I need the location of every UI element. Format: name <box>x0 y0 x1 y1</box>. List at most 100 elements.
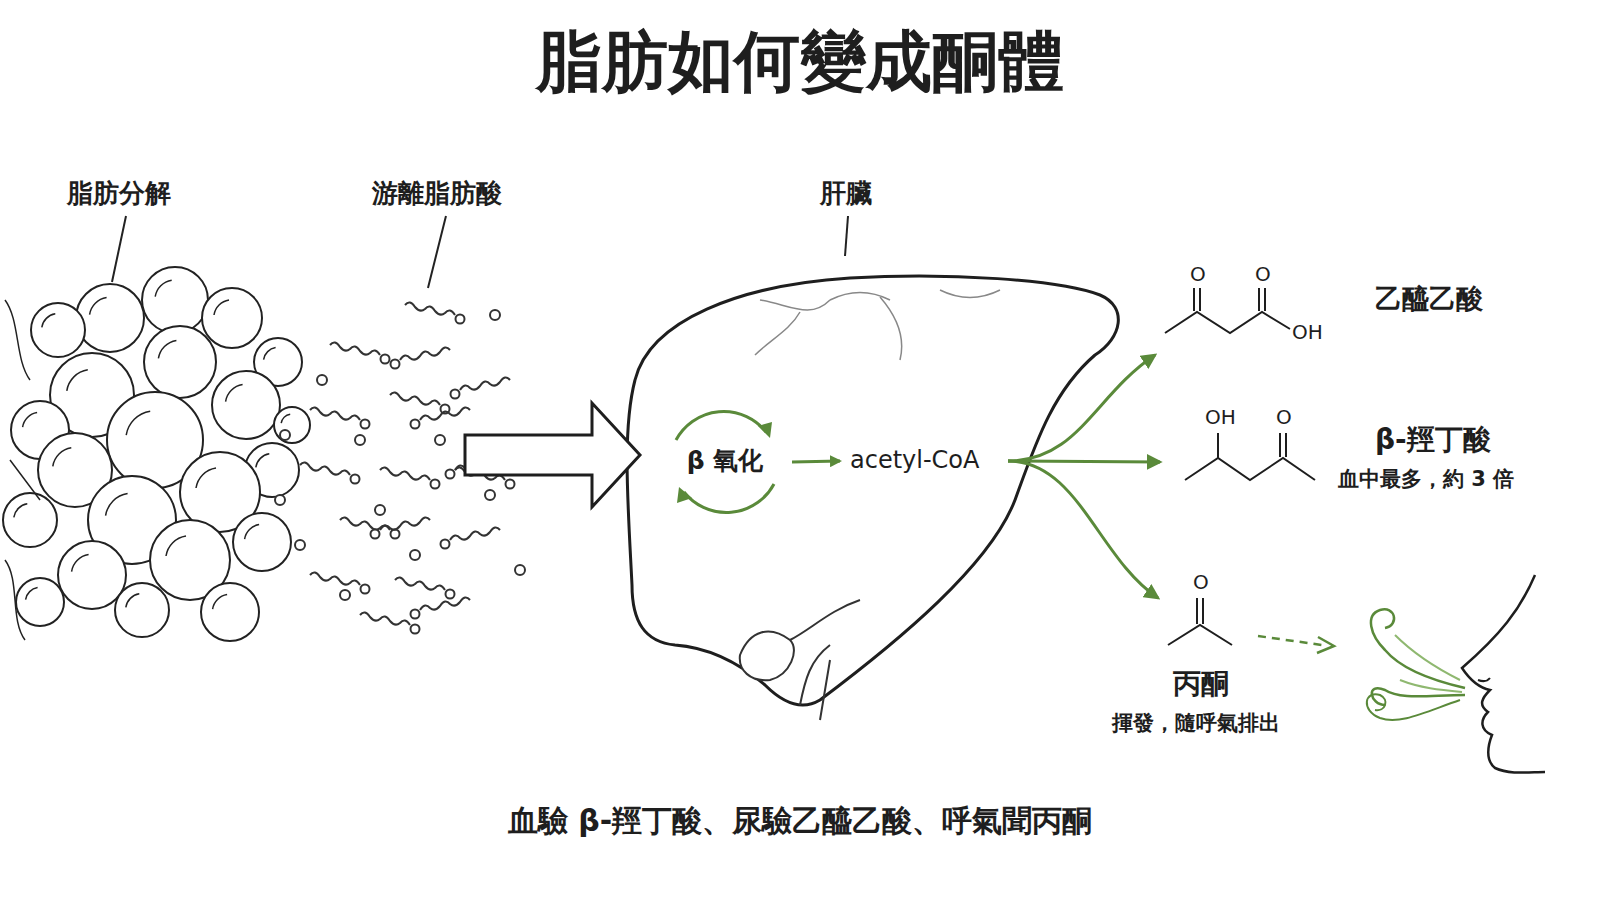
cell-highlight <box>23 413 37 428</box>
fatty-acid-head <box>351 475 360 484</box>
node-label: β-羥丁酸 <box>1375 423 1491 457</box>
fat-cell <box>3 493 57 547</box>
cell-highlight <box>26 588 38 600</box>
fatty-acid-dot <box>317 375 327 385</box>
fatty-acid-chain <box>460 377 510 390</box>
pathway-arrow <box>1008 461 1158 598</box>
node-note: 揮發，隨呼氣排出 <box>1112 711 1280 736</box>
fatty-acid-chain <box>390 392 440 405</box>
cell-highlight <box>53 448 72 467</box>
fatty-acid-dot <box>485 490 495 500</box>
fatty-acid-chain <box>360 612 410 625</box>
breath-arrow <box>1258 636 1334 653</box>
fatty-acid-head <box>391 360 400 369</box>
leader-lines <box>112 216 848 288</box>
fatty-acid-dot <box>375 505 385 515</box>
fatty-acid-chain <box>405 302 455 315</box>
fatty-acid-head <box>441 540 450 549</box>
cell-highlight <box>213 595 228 610</box>
fatty-acid-dot <box>410 550 420 560</box>
node-note: 血中最多，約 3 倍 <box>1338 467 1514 492</box>
fatty-acid-head <box>411 420 420 429</box>
liver-vessels <box>740 290 1000 720</box>
cell-highlight <box>126 411 150 435</box>
fatty-acid-chain <box>300 462 350 475</box>
title: 脂肪如何變成酮體 <box>0 22 1600 101</box>
fatty-acid-head <box>361 585 370 594</box>
face-profile <box>1462 575 1545 773</box>
acetyl-coa: acetyl-CoA <box>848 444 986 478</box>
node-label: acetyl-CoA <box>850 446 979 475</box>
acetone: 丙酮揮發，隨呼氣排出 <box>1105 565 1325 755</box>
beta-hydroxybutyrate: β-羥丁酸血中最多，約 3 倍 <box>1175 405 1590 515</box>
fat-cell <box>76 284 144 352</box>
cell-highlight <box>281 414 290 423</box>
fatty-acid-dot <box>340 590 350 600</box>
fat-cell <box>58 541 126 609</box>
cell-highlight <box>214 300 229 315</box>
atom-label: O <box>1190 262 1206 286</box>
liver-outline <box>627 276 1118 705</box>
cell-highlight <box>106 494 128 516</box>
node-label: 游離脂肪酸 <box>372 178 502 209</box>
node-label: 丙酮 <box>1173 667 1229 701</box>
acetoacetate: 乙醯乙酸 <box>1165 265 1560 360</box>
fat-cell <box>31 303 85 357</box>
cell-highlight <box>14 504 27 518</box>
cell-highlight <box>67 370 88 391</box>
fatty-acid-dot <box>355 435 365 445</box>
pathway-arrow <box>1008 461 1160 462</box>
fatty-acid-head <box>411 625 420 634</box>
fat-cell <box>212 371 280 439</box>
fatty-acid-head <box>381 355 390 364</box>
breath-swirls <box>1367 609 1465 720</box>
fatty-acid-dot <box>275 495 285 505</box>
cell-highlight <box>166 536 186 556</box>
atom-label: O <box>1276 405 1292 429</box>
fat-cells <box>3 267 310 641</box>
atom-label: OH <box>1292 320 1323 344</box>
cell-highlight <box>72 555 89 572</box>
atom-label: OH <box>1205 405 1236 429</box>
cell-highlight <box>126 594 140 608</box>
node-label: β 氧化 <box>662 446 788 476</box>
cell-highlight <box>256 454 269 468</box>
fat-cell <box>115 583 169 637</box>
fatty-acid-head <box>451 390 460 399</box>
fat-tissue: 脂肪分解 <box>5 178 305 648</box>
fat-cell <box>202 288 262 348</box>
fat-cell <box>142 267 208 333</box>
fatty-acid-chain <box>400 347 450 360</box>
fatty-acid-chain <box>450 527 500 540</box>
fatty-acid-chain <box>330 342 380 355</box>
fatty-acid-head <box>456 315 465 324</box>
node-label: 肝臟 <box>820 178 872 209</box>
cell-highlight <box>196 468 216 488</box>
beta-oxidation-cycle: β 氧化 <box>662 400 788 524</box>
fatty-acid-dot <box>490 310 500 320</box>
fatty-acid-head <box>411 610 420 619</box>
fatty-acid-head <box>361 420 370 429</box>
cell-highlight <box>264 348 276 360</box>
node-label: 乙醯乙酸 <box>1375 283 1483 315</box>
atom-label: O <box>1193 570 1209 594</box>
tissue-strand <box>5 300 40 640</box>
fatty-acid-chain <box>420 597 470 610</box>
fatty-acid-head <box>446 590 455 599</box>
flow-arrow <box>465 403 640 507</box>
fatty-acids: 游離脂肪酸 <box>300 178 525 638</box>
fatty-acid-chain <box>310 407 360 420</box>
cell-highlight <box>90 298 107 315</box>
fatty-acid-dot <box>515 565 525 575</box>
caption: 血驗 β-羥丁酸、尿驗乙醯乙酸、呼氣聞丙酮 <box>0 803 1600 839</box>
fatty-acid-dot <box>280 430 290 440</box>
liver: 肝臟 β 氧化 acetyl-CoA <box>615 178 1135 723</box>
fatty-acid-head <box>371 530 380 539</box>
fatty-acid-chain <box>420 407 470 420</box>
fat-cell <box>201 583 259 641</box>
fatty-acid-chain <box>380 467 430 480</box>
cell-highlight <box>245 525 260 540</box>
fatty-acid-head <box>506 480 515 489</box>
